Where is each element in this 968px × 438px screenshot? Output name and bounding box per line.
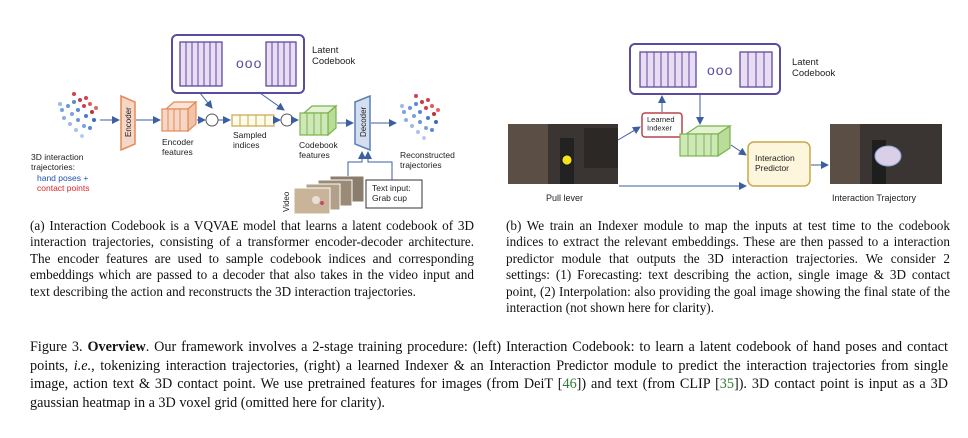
- input-image-pull-lever: [508, 124, 618, 184]
- pull-lever-label: Pull lever: [546, 193, 583, 203]
- codebook-dots-b: ooo: [707, 62, 733, 78]
- sampling-node-2: [280, 113, 294, 127]
- caption-part1: . Our framework involves a 2-stage train…: [30, 339, 948, 374]
- subcaption-b: (b) We train an Indexer module to map th…: [506, 218, 950, 316]
- caption-part3: ]) and text (from CLIP [: [576, 376, 720, 393]
- encoder-label: Encoder: [124, 107, 133, 137]
- text-input-label: Text input:Grab cup: [372, 183, 411, 203]
- sampling-node-1: [205, 113, 219, 127]
- arrow-codebook-to-node: [259, 92, 285, 111]
- codebook-vectors-right-a: [265, 41, 297, 87]
- figure-caption: Figure 3. Overview. Our framework involv…: [30, 338, 948, 412]
- caption-ie: i.e.: [73, 357, 92, 374]
- encoder-features-block: [161, 100, 198, 133]
- sampled-indices-block: [231, 114, 275, 127]
- citation-clip[interactable]: 35: [719, 376, 734, 393]
- citation-deit[interactable]: 46: [562, 376, 577, 393]
- decoder-block: [354, 94, 371, 152]
- arrow-text-decoder: [364, 151, 393, 180]
- interaction-predictor-box: [747, 141, 811, 187]
- video-label: Video: [282, 191, 291, 212]
- codebook-vectors-left-b: [639, 51, 697, 88]
- codebook-features-block-b: [679, 124, 732, 158]
- caption-part4: ]). 3D contact point is input as a 3D ga…: [30, 376, 949, 411]
- learned-indexer-box: [641, 112, 683, 138]
- text-input-box: [365, 179, 423, 209]
- caption-label: Figure 3.: [30, 339, 83, 355]
- arrow-codebook-to-sample: [199, 92, 213, 109]
- caption-title: Overview: [87, 339, 146, 355]
- input-contact-label: contact points: [37, 183, 89, 193]
- arrow-features-predictor: [730, 144, 747, 156]
- interaction-trajectory-label: Interaction Trajectory: [832, 193, 917, 203]
- codebook-vectors-right-b: [739, 51, 773, 88]
- codebook-dots-a: ooo: [236, 55, 262, 71]
- input-hand-label: hand poses +: [37, 173, 88, 183]
- codebook-features-block-a: [299, 104, 338, 137]
- reconstructed-trajectory-image: [400, 94, 440, 140]
- codebook-vectors-left-a: [179, 41, 223, 87]
- arrow-video-decoder: [347, 151, 366, 176]
- subcaption-a: (a) Interaction Codebook is a VQVAE mode…: [30, 218, 474, 299]
- input-trajectory-image: [58, 92, 98, 138]
- encoder-block: [120, 94, 136, 152]
- decoder-label: Decoder: [359, 106, 368, 137]
- video-frames-image: [293, 175, 365, 215]
- arrow-image-indexer: [617, 126, 641, 141]
- caption-part2: , tokenizing interaction trajectories, (…: [30, 357, 949, 393]
- output-image-interaction-trajectory: [830, 124, 942, 184]
